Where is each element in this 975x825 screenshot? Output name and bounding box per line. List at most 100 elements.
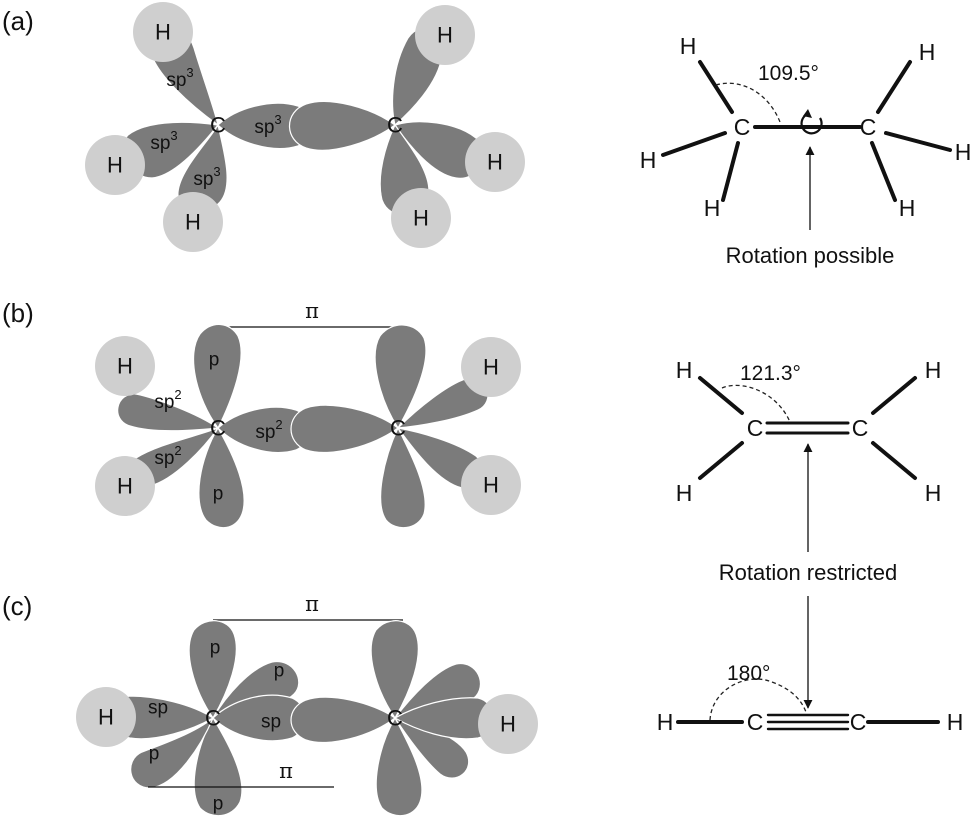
c-h-bond: [870, 141, 897, 202]
bond-angle-arc: [709, 678, 807, 721]
lobe-c-left-p-up: [188, 620, 237, 720]
carbon-label: C: [747, 415, 764, 441]
p-orbital-label: p: [210, 638, 221, 659]
bond-angle-label: 109.5°: [758, 62, 819, 85]
h-sphere: [85, 135, 145, 195]
lobe-c-right-p-up: [370, 620, 419, 720]
ethylene-orbital-model: π H H H H C C p p sp2 sp2 sp2: [95, 299, 521, 529]
c-h-bond: [871, 441, 917, 480]
h-sphere: [461, 337, 521, 397]
hydrogen-label: H: [413, 206, 429, 231]
bond-angle-label: 180°: [727, 662, 770, 685]
c-h-bond: [698, 441, 744, 480]
hydrogen-label: H: [487, 150, 503, 175]
pi-bond-label: π: [305, 299, 319, 323]
ethylene-structure: C C H H H H 121.3°: [676, 357, 942, 552]
bond-angle-arc: [721, 384, 791, 423]
h-sphere: [415, 5, 475, 65]
sp3-orbital-label: sp3: [193, 164, 220, 190]
h-sphere: [76, 687, 136, 747]
hydrogen-label: H: [947, 709, 964, 735]
h-sphere: [391, 188, 451, 248]
lobe-b-left-p-down: [198, 426, 245, 529]
ethane-orbital-model: H H H H H H C C sp3 sp3 sp3 sp3: [85, 2, 525, 252]
acetylene-structure: H C C H 180°: [657, 596, 964, 735]
c-h-bond: [661, 131, 727, 157]
c-h-bond: [721, 141, 740, 202]
sp2-orbital-label: sp2: [154, 443, 181, 469]
hydrogen-label: H: [955, 139, 972, 165]
carbon-label: C: [387, 706, 403, 731]
hydrogen-label: H: [704, 195, 721, 221]
rotation-arrowhead-icon: [803, 109, 812, 118]
lobe-b-right-bond: [290, 404, 400, 454]
rotation-arrow-icon: [800, 112, 823, 135]
ethane-structure: C C H H H H H H 109.5° Rotation possible: [640, 33, 972, 268]
bond-angle-label: 121.3°: [740, 362, 801, 385]
carbon-label: C: [210, 416, 226, 441]
h-sphere: [95, 456, 155, 516]
hydrogen-label: H: [899, 195, 916, 221]
sp3-orbital-label: sp3: [150, 128, 177, 154]
h-sphere: [465, 132, 525, 192]
pi-bond-label: π: [279, 759, 293, 783]
carbon-label: C: [860, 114, 877, 140]
lobe-c-left-p-down: [193, 716, 243, 817]
sp-orbital-label: sp: [261, 712, 281, 733]
h-sphere: [461, 455, 521, 515]
panel-a-label: (a): [2, 6, 34, 36]
hydrogen-label: H: [925, 480, 942, 506]
p-orbital-label: p: [149, 744, 160, 765]
sp-orbital-label: sp: [148, 698, 168, 719]
carbon-label: C: [390, 416, 406, 441]
hydrogen-label: H: [657, 709, 674, 735]
panel-b-label: (b): [2, 298, 34, 328]
hydrogen-label: H: [925, 357, 942, 383]
c-h-bond: [698, 376, 744, 415]
carbon-label: C: [852, 415, 869, 441]
hydrogen-label: H: [185, 210, 201, 235]
hydrogen-label: H: [98, 705, 114, 730]
rotation-possible-caption: Rotation possible: [726, 243, 895, 268]
p-orbital-label: p: [213, 794, 224, 815]
c-h-bond: [884, 131, 952, 152]
sp2-orbital-label: sp2: [154, 387, 181, 413]
lobe-a-right-bond: [289, 100, 397, 151]
lobe-c-right-sp-bond: [290, 696, 397, 744]
hydrogen-label: H: [919, 39, 936, 65]
lobe-c-right-p-down: [375, 716, 423, 817]
carbon-label: C: [387, 113, 403, 138]
hydrogen-label: H: [676, 480, 693, 506]
lobe-b-left-sp2-up: [117, 393, 220, 432]
lobe-b-left-p-up: [193, 323, 242, 430]
hydrogen-label: H: [640, 147, 657, 173]
sp2-orbital-label: sp2: [255, 417, 282, 443]
hydrogen-label: H: [680, 33, 697, 59]
h-sphere: [95, 336, 155, 396]
h-sphere: [133, 2, 193, 62]
c-h-bond: [871, 376, 917, 415]
p-orbital-label: p: [213, 484, 224, 505]
h-sphere: [478, 694, 538, 754]
hydrogen-label: H: [483, 355, 499, 380]
h-sphere: [163, 192, 223, 252]
lobe-c-left-p-diag-down: [130, 717, 214, 789]
c-h-bond: [876, 60, 912, 114]
hydrogen-label: H: [117, 474, 133, 499]
carbon-label: C: [205, 706, 221, 731]
sp3-orbital-label: sp3: [254, 112, 281, 138]
p-orbital-label: p: [274, 661, 285, 682]
hydrogen-label: H: [676, 357, 693, 383]
lobe-b-right-p-up: [374, 324, 427, 430]
hydrogen-label: H: [500, 712, 516, 737]
acetylene-orbital-model: π π H H C C p p p p sp sp: [76, 592, 538, 817]
carbon-label: C: [747, 709, 764, 735]
rotation-restricted-caption: Rotation restricted: [719, 560, 898, 585]
carbon-label: C: [210, 113, 226, 138]
carbon-label: C: [734, 114, 751, 140]
hydrogen-label: H: [437, 23, 453, 48]
hydrogen-label: H: [107, 153, 123, 178]
c-h-bond: [698, 60, 734, 114]
sp3-orbital-label: sp3: [166, 65, 193, 91]
